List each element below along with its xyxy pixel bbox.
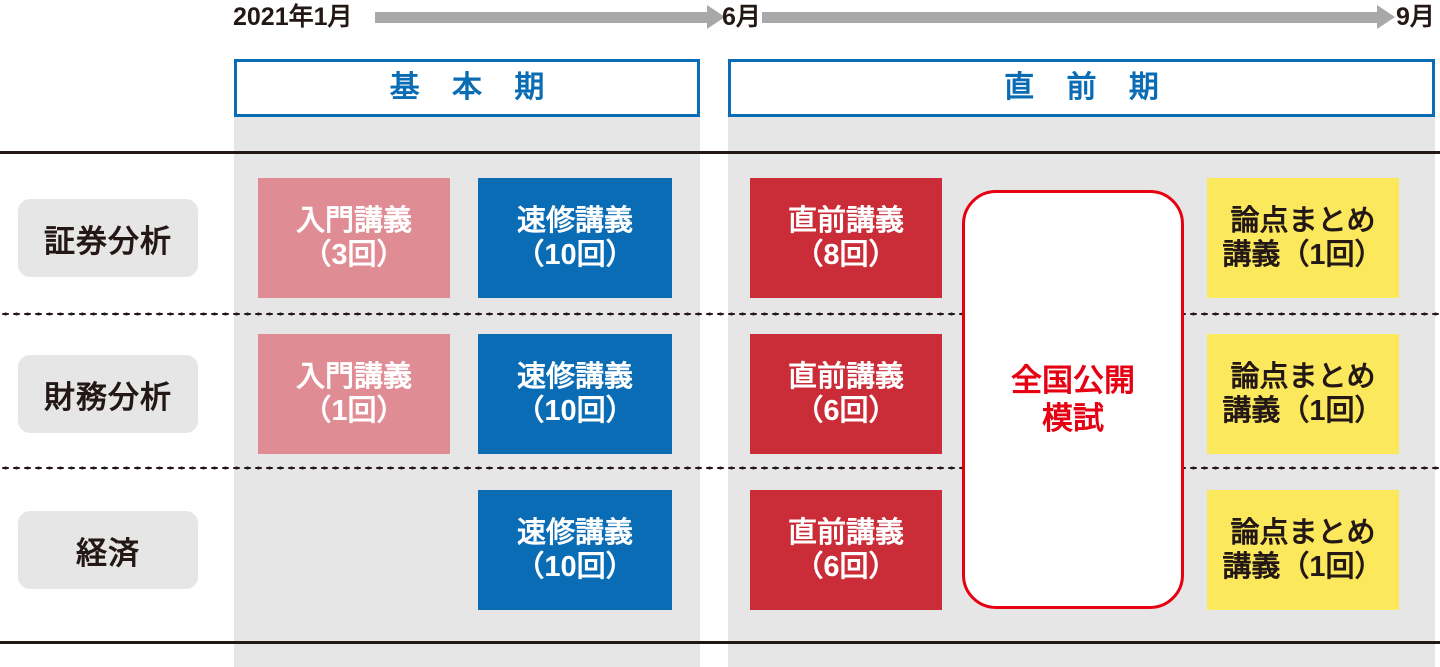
course-box-securities-summary: 論点まとめ 講義（1回）	[1207, 178, 1399, 298]
course-box-financial-summary: 論点まとめ 講義（1回）	[1207, 334, 1399, 454]
course-box-economics-direct: 直前講義 （6回）	[750, 490, 942, 610]
course-count: （6回）	[794, 551, 898, 583]
subject-label-economics: 経済	[18, 511, 198, 589]
row-separator-1	[0, 312, 1440, 316]
course-title: 直前講義	[787, 204, 904, 237]
course-count: 講義（1回）	[1222, 395, 1384, 427]
table-top-rule	[0, 151, 1440, 154]
timeline-arrow-shaft	[375, 12, 710, 23]
period-header-direct-label: 直 前 期	[1004, 71, 1171, 104]
course-box-financial-intro: 入門講義 （1回）	[258, 334, 450, 454]
course-title: 論点まとめ	[1230, 516, 1376, 549]
course-box-economics-speed: 速修講義 （10回）	[478, 490, 672, 610]
course-title: 入門講義	[295, 204, 412, 237]
timeline-arrow-shaft	[762, 12, 1380, 23]
course-count: （10回）	[515, 395, 635, 427]
course-count: （6回）	[794, 395, 898, 427]
course-box-financial-direct: 直前講義 （6回）	[750, 334, 942, 454]
course-title: 速修講義	[516, 516, 633, 549]
course-title: 論点まとめ	[1230, 360, 1376, 393]
subject-label-financial: 財務分析	[18, 355, 198, 433]
course-title: 速修講義	[516, 360, 633, 393]
timeline-arrow-head-icon	[707, 5, 725, 29]
course-box-economics-summary: 論点まとめ 講義（1回）	[1207, 490, 1399, 610]
course-box-financial-speed: 速修講義 （10回）	[478, 334, 672, 454]
course-title: 直前講義	[787, 516, 904, 549]
mock-exam-line-1: 全国公開	[1011, 363, 1135, 399]
course-box-securities-speed: 速修講義 （10回）	[478, 178, 672, 298]
row-separator-2	[0, 466, 1440, 470]
timeline-arrow-first	[375, 5, 725, 29]
course-title: 入門講義	[295, 360, 412, 393]
course-count: （3回）	[302, 239, 406, 271]
course-count: （10回）	[515, 551, 635, 583]
course-title: 速修講義	[516, 204, 633, 237]
period-header-basic: 基 本 期	[234, 59, 700, 117]
course-count: （8回）	[794, 239, 898, 271]
table-bottom-rule	[0, 641, 1440, 644]
period-header-direct: 直 前 期	[728, 59, 1435, 117]
timeline-end-label: 9月	[1396, 3, 1435, 31]
timeline-start-label: 2021年1月	[233, 3, 353, 31]
course-box-securities-intro: 入門講義 （3回）	[258, 178, 450, 298]
period-header-basic-label: 基 本 期	[389, 71, 557, 104]
timeline-arrow-second	[762, 5, 1395, 29]
course-count: （10回）	[515, 239, 635, 271]
subject-label-securities: 証券分析	[18, 199, 198, 277]
course-count: （1回）	[302, 395, 406, 427]
course-title: 直前講義	[787, 360, 904, 393]
course-title: 論点まとめ	[1230, 204, 1376, 237]
course-count: 講義（1回）	[1222, 551, 1384, 583]
mock-exam-box: 全国公開 模試	[962, 190, 1184, 609]
mock-exam-line-2: 模試	[1042, 400, 1104, 436]
course-count: 講義（1回）	[1222, 239, 1384, 271]
timeline-arrow-head-icon	[1377, 5, 1395, 29]
timeline-mid-label: 6月	[722, 3, 761, 31]
course-box-securities-direct: 直前講義 （8回）	[750, 178, 942, 298]
